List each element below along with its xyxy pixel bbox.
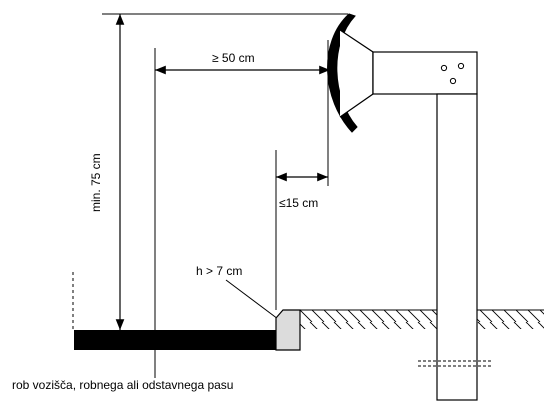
curb-height-label: h > 7 cm	[196, 264, 242, 278]
road-pavement	[74, 330, 276, 350]
post	[436, 93, 478, 401]
reach-label: ≥ 50 cm	[212, 51, 255, 65]
caption: rob vozišča, robnega ali odstavnega pasu	[12, 378, 233, 392]
soil-hatch-left	[300, 310, 437, 329]
curb-leader-line	[225, 279, 283, 323]
bolt-hole	[449, 77, 457, 85]
soil-hatch-right	[477, 310, 544, 329]
bolt-hole	[457, 62, 465, 70]
post-head	[372, 51, 478, 95]
curb	[275, 309, 301, 351]
bolt-hole	[440, 64, 448, 72]
spacer-block	[339, 29, 374, 118]
offset-label: ≤15 cm	[279, 196, 318, 210]
height-label: min. 75 cm	[89, 153, 103, 212]
